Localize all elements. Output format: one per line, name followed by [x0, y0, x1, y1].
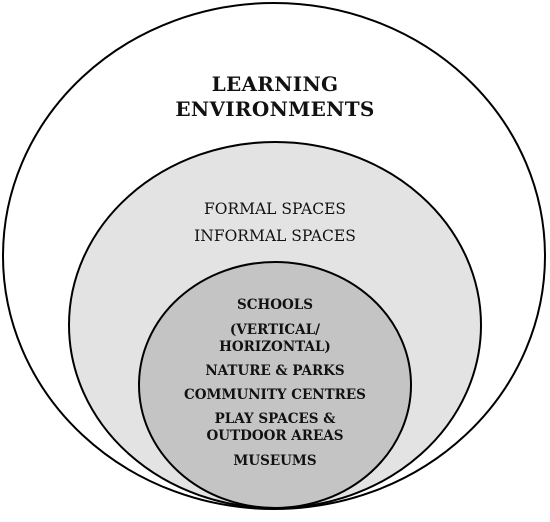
inner-item-nature-parks: NATURE & PARKS	[205, 363, 345, 379]
inner-item-outdoor-areas: OUTDOOR AREAS	[206, 428, 344, 444]
inner-item-vertical: (VERTICAL/	[229, 322, 321, 338]
middle-label-formal-spaces: FORMAL SPACES	[203, 200, 347, 218]
inner-item-community-centres: COMMUNITY CENTRES	[184, 387, 366, 403]
middle-label-informal-spaces: INFORMAL SPACES	[194, 227, 356, 245]
inner-circle-places	[138, 261, 412, 509]
inner-item-horizontal: HORIZONTAL)	[219, 339, 331, 355]
inner-item-play-spaces: PLAY SPACES &	[214, 411, 336, 427]
outer-circle-title: LEARNING ENVIRONMENTS	[0, 72, 550, 122]
outer-title-line2: ENVIRONMENTS	[175, 97, 375, 121]
outer-title-line1: LEARNING	[211, 72, 339, 96]
inner-item-museums: MUSEUMS	[233, 453, 317, 469]
inner-item-schools: SCHOOLS	[236, 297, 313, 313]
